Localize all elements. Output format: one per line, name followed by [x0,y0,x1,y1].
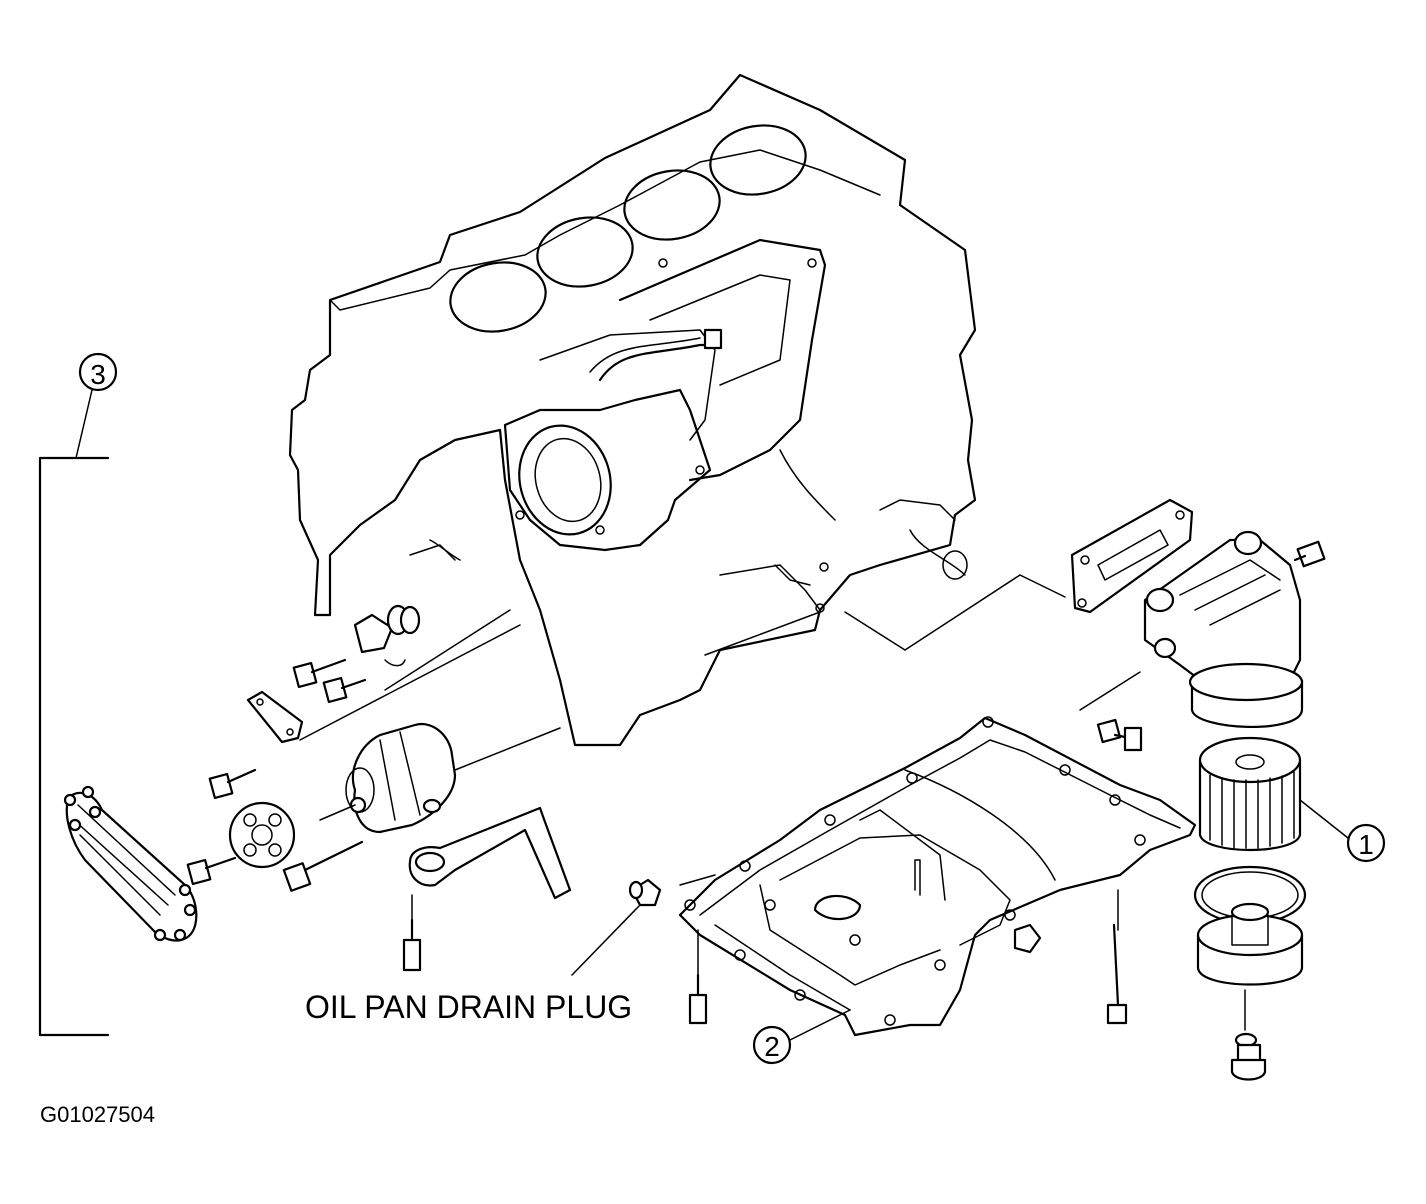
oil-filter-drain-bolt [1230,1043,1267,1081]
oil-filter-housing-bolt [1096,718,1143,752]
engine-block [288,73,977,747]
oil-filter-housing [1143,530,1326,729]
oil-strainer [408,798,572,900]
callout-1: 1 [1299,799,1386,863]
drain-plug-label: OIL PAN DRAIN PLUG [305,989,632,1025]
oil-filter-element [1198,736,1302,852]
oil-pan [678,716,1197,1037]
chain-guide [246,690,304,744]
oil-pump [345,722,457,834]
oil-pump-sprocket [228,801,296,869]
bolts-timing-side [186,658,422,972]
callout-2: 2 [752,1009,851,1065]
callout-3-number: 3 [90,359,106,390]
chain-tensioner [353,604,421,667]
callout-1-number: 1 [1358,829,1374,860]
oil-filter-gasket [1070,498,1194,614]
oil-pan-drain-plug [571,878,662,976]
oil-filter-cap [1193,865,1307,1048]
oil-pan-bolts [688,923,1128,1025]
timing-chain [63,785,198,942]
callout-2-number: 2 [764,1031,780,1062]
timing-assembly-bracket: 3 [38,352,118,1037]
figure-id: G01027504 [40,1102,155,1127]
